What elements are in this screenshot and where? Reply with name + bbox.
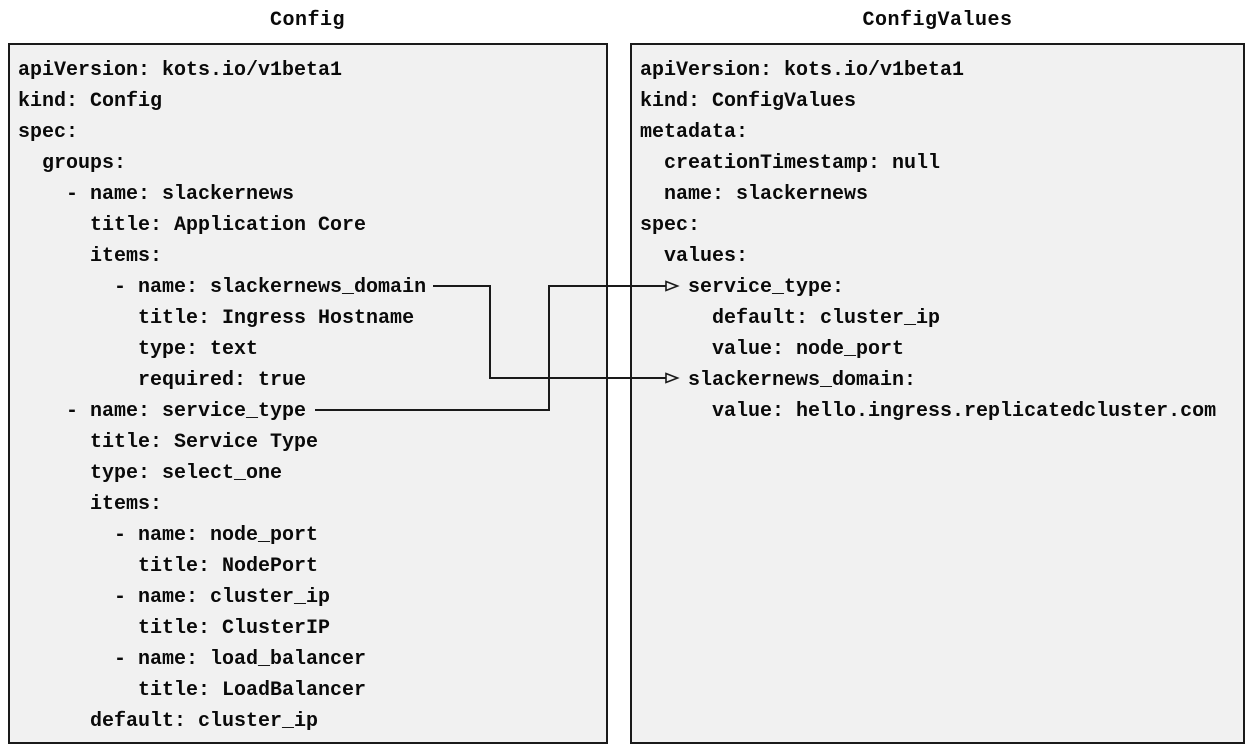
yaml-line: required: true [18,369,307,392]
yaml-line: title: Application Core [18,214,367,237]
yaml-line: - name: slackernews_domain [18,276,427,299]
yaml-line: - name: node_port [18,524,319,547]
yaml-line: value: node_port [640,338,905,361]
yaml-line: default: cluster_ip [18,710,319,733]
configvalues-panel-title: ConfigValues [862,9,1013,32]
yaml-line: title: NodePort [18,555,319,578]
config-yaml-code: apiVersion: kots.io/v1beta1 kind: Config s… [10,45,606,737]
configvalues-yaml-code: apiVersion: kots.io/v1beta1 kind: ConfigV… [632,45,1243,427]
yaml-line: values: [640,245,749,268]
yaml-line: title: ClusterIP [18,617,331,640]
yaml-line: - name: cluster_ip [18,586,331,609]
yaml-line: spec: [18,121,79,144]
yaml-line: title: LoadBalancer [18,679,367,702]
yaml-line: default: cluster_ip [640,307,941,330]
yaml-line: items: [18,493,163,516]
yaml-line: type: text [18,338,259,361]
yaml-line: groups: [18,152,127,175]
yaml-line: - name: slackernews [18,183,295,206]
yaml-line: title: Ingress Hostname [18,307,415,330]
yaml-line: type: select_one [18,462,283,485]
yaml-line: value: hello.ingress.replicatedcluster.c… [640,400,1217,423]
config-panel-title: Config [269,9,345,32]
yaml-line: creationTimestamp: null [640,152,941,175]
config-yaml-panel: apiVersion: kots.io/v1beta1 kind: Config s… [8,43,608,744]
yaml-line: title: Service Type [18,431,319,454]
yaml-line: name: slackernews [640,183,869,206]
yaml-line: apiVersion: kots.io/v1beta1 [18,59,343,82]
yaml-line: items: [18,245,163,268]
yaml-line: kind: ConfigValues [640,90,857,113]
yaml-line: service_type: [640,276,845,299]
yaml-line: slackernews_domain: [640,369,917,392]
yaml-line: - name: load_balancer [18,648,367,671]
yaml-line: - name: service_type [18,400,307,423]
configvalues-yaml-panel: apiVersion: kots.io/v1beta1 kind: ConfigV… [630,43,1245,744]
yaml-line: spec: [640,214,701,237]
yaml-line: apiVersion: kots.io/v1beta1 [640,59,965,82]
yaml-line: metadata: [640,121,749,144]
yaml-line: kind: Config [18,90,163,113]
